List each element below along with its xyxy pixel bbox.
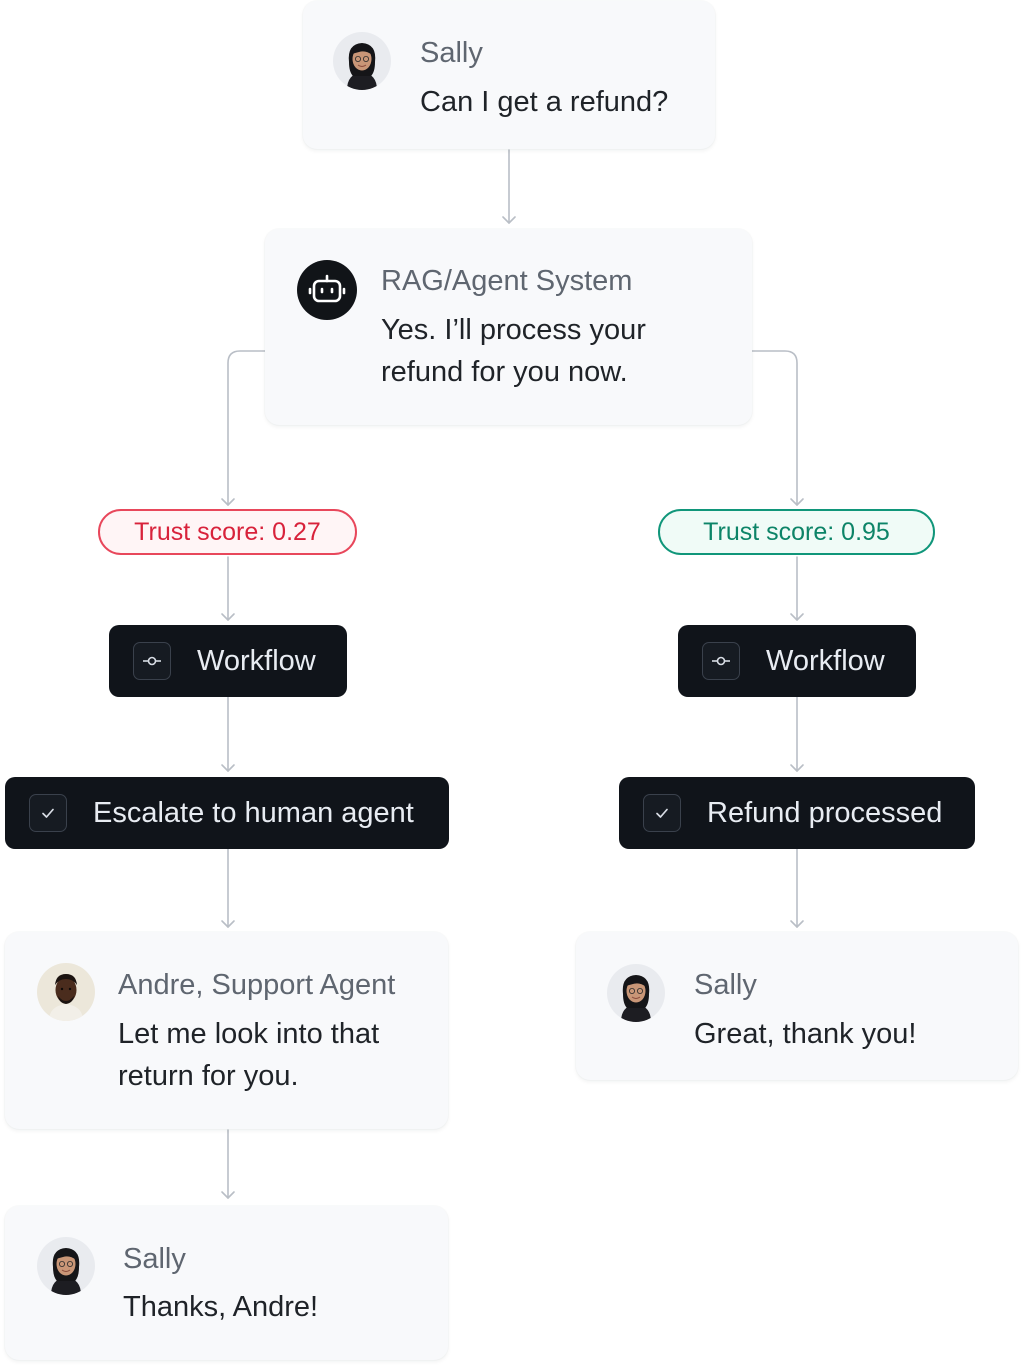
message-card-sally-thanks-refund: Sally Great, thank you!	[576, 932, 1018, 1080]
message-card-sally-thanks-andre: Sally Thanks, Andre!	[5, 1206, 448, 1360]
message-card-system: RAG/Agent System Yes. I’ll process your …	[265, 229, 752, 425]
outcome-node-refund: Refund processed	[619, 777, 975, 849]
message-text: Can I get a refund?	[420, 86, 669, 118]
workflow-node-left: Workflow	[109, 625, 347, 697]
avatar-sally	[37, 1237, 95, 1295]
commit-icon	[702, 642, 740, 680]
message-card-andre: Andre, Support Agent Let me look into th…	[5, 932, 448, 1129]
sender-name: Sally	[694, 969, 757, 1001]
workflow-label: Workflow	[766, 644, 885, 677]
sender-name: Andre, Support Agent	[118, 969, 396, 1001]
message-text: Thanks, Andre!	[123, 1291, 319, 1323]
outcome-label: Refund processed	[707, 796, 943, 829]
workflow-node-right: Workflow	[678, 625, 916, 697]
trust-score-badge-low: Trust score: 0.27	[98, 509, 357, 555]
message-text: Let me look into that return for you.	[118, 1018, 380, 1092]
message-card-sally-question: Sally Can I get a refund?	[303, 1, 715, 149]
outcome-label: Escalate to human agent	[93, 796, 414, 829]
avatar-andre	[37, 963, 95, 1021]
outcome-node-escalate: Escalate to human agent	[5, 777, 449, 849]
trust-score-badge-high: Trust score: 0.95	[658, 509, 935, 555]
sender-name: Sally	[123, 1243, 186, 1275]
message-text: Yes. I’ll process your refund for you no…	[381, 314, 646, 388]
sender-name: RAG/Agent System	[381, 265, 633, 297]
avatar-sally	[333, 32, 391, 90]
check-icon	[643, 794, 681, 832]
check-icon	[29, 794, 67, 832]
message-text: Great, thank you!	[694, 1018, 917, 1050]
sender-name: Sally	[420, 37, 483, 69]
avatar-sally	[607, 964, 665, 1022]
workflow-label: Workflow	[197, 644, 316, 677]
robot-icon	[297, 260, 357, 320]
commit-icon	[133, 642, 171, 680]
